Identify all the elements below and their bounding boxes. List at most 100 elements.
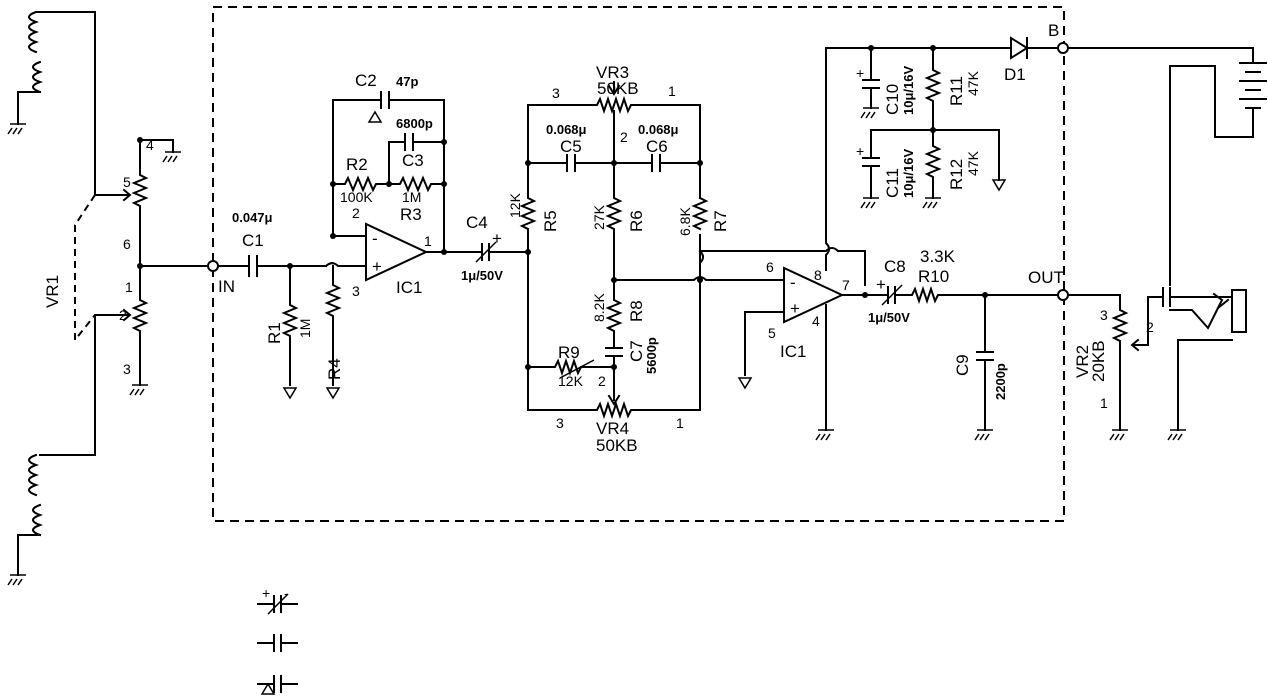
vr2-pin-2: 2 [1146,319,1154,335]
c11-label: C11 [883,168,902,198]
c7-value: 5600p [644,337,659,374]
vr1-dual-pot: VR1 4 5 6 1 2 3 [43,137,181,396]
c3-value: 6800p [396,116,433,131]
c4-label: C4 [466,213,488,232]
ic1b-pin-8: 8 [814,267,822,283]
ic1b-label: IC1 [780,342,806,361]
c4-coupling: + C4 1μ/50V [443,213,529,283]
c8-value: 1μ/50V [868,310,910,325]
ic1a-label: IC1 [396,278,422,297]
legend-ceramic-capacitor-icon [257,675,298,695]
vr2-pin-1: 1 [1100,395,1108,411]
c10-label: C10 [883,84,902,115]
r3-label: R3 [400,205,422,224]
c4-value: 1μ/50V [461,268,503,283]
ic1b-plus: + [790,299,800,318]
vr2-value: 20KB [1089,340,1108,382]
c5-label: C5 [560,137,582,156]
vr4-label: VR4 [596,419,629,438]
output-stage: + C8 1μ/50V 3.3K R10 C9 2200p OUT [864,247,1069,441]
c2-value: 47p [396,74,418,89]
power-section: B D1 + C10 10μ/16V R11 47K + C11 10μ/16V… [825,21,1254,209]
r5-label: R5 [541,210,560,232]
ic1a-pin-3: 3 [352,283,360,299]
r9-label: R9 [558,343,580,362]
vr1-pin-3: 3 [123,361,131,377]
c1-label: C1 [242,231,264,250]
input-stage: IN 0.047μ C1 R1 1M [139,210,327,400]
ic1b-pin-7: 7 [842,277,850,293]
legend-plus: + [262,585,270,601]
pickup-coil-upper [7,10,114,196]
vr1-pin-2: 2 [119,307,127,323]
ic1-stage1: - + C2 47p 6800p C3 R2 100K 1M R3 2 3 1 … [324,71,447,400]
c7-pin-2: 2 [598,373,606,389]
circuit-enclosure [212,6,1065,522]
vr4-pin-1: 1 [676,415,684,431]
battery-and-jack: 3 2 1 VR2 20KB [1067,62,1267,441]
r2-label: R2 [346,155,368,174]
vr3-label: VR3 [596,63,629,82]
c10-value: 10μ/16V [901,66,916,115]
r7-label: R7 [711,210,730,232]
c10-plus: + [856,65,864,81]
vr1-pin-5: 5 [123,174,131,190]
vr1-label: VR1 [43,275,62,308]
r1-label: R1 [265,322,284,344]
r11-label: R11 [947,76,966,106]
c9-label: C9 [953,354,972,376]
c7-label: C7 [627,340,646,362]
r3-value: 1M [402,189,421,205]
input-label: IN [218,277,235,296]
ic1a-plus: + [372,257,382,276]
vr3-value: 50KB [597,79,639,98]
r12-value: 47K [965,150,981,176]
pickup-coil-lower [7,314,114,586]
symbol-legend: + - [257,585,298,695]
vr2-pin-3: 3 [1100,307,1108,323]
r10-value: 3.3K [920,247,956,266]
vr1-pin-4: 4 [146,137,154,153]
ic1b-pin-5: 5 [768,325,776,341]
c9-value: 2200p [993,363,1008,400]
c11-value: 10μ/16V [901,149,916,198]
r4-label: R4 [325,358,344,380]
output-label: OUT [1028,268,1064,287]
vr4-value: 50KB [596,436,638,455]
vr1-pin-1: 1 [125,279,133,295]
r2-value: 100K [340,189,373,205]
r6-value: 27K [591,204,607,230]
r1-value: 1M [297,319,313,338]
c2-label: C2 [355,71,377,90]
ic1a-minus: - [372,229,378,248]
ic1b-minus: - [790,273,796,292]
vr3-pin-1: 1 [668,83,676,99]
r9-value: 12K [558,373,584,389]
d1-label: D1 [1004,65,1026,84]
r6-label: R6 [627,210,646,232]
vr2-label: VR2 [1073,345,1092,378]
legend-capacitor-icon [257,634,298,652]
r5-value: 12K [507,192,523,218]
c11-plus: + [856,143,864,159]
r12-label: R12 [947,159,966,190]
vr4-pin-3: 3 [556,415,564,431]
ic1-stage2: - + 6 8 7 5 4 IC1 [737,49,868,441]
legend-minus: - [284,585,289,601]
c3-label: C3 [402,151,424,170]
vr3-pin-3: 3 [552,85,560,101]
c4-plus: + [492,229,502,248]
r8-label: R8 [627,300,646,322]
c8-plus: + [876,275,886,294]
ic1a-pin-2: 2 [352,205,360,221]
vr1-pin-6: 6 [123,236,131,252]
r11-value: 47K [965,70,981,96]
c1-value: 0.047μ [232,210,273,225]
c6-label: C6 [646,137,668,156]
ic1b-pin-6: 6 [766,259,774,275]
r10-label: R10 [918,267,949,286]
c8-label: C8 [884,257,906,276]
r7-value: 6.8K [677,207,693,236]
c6-value: 0.068μ [638,122,679,137]
